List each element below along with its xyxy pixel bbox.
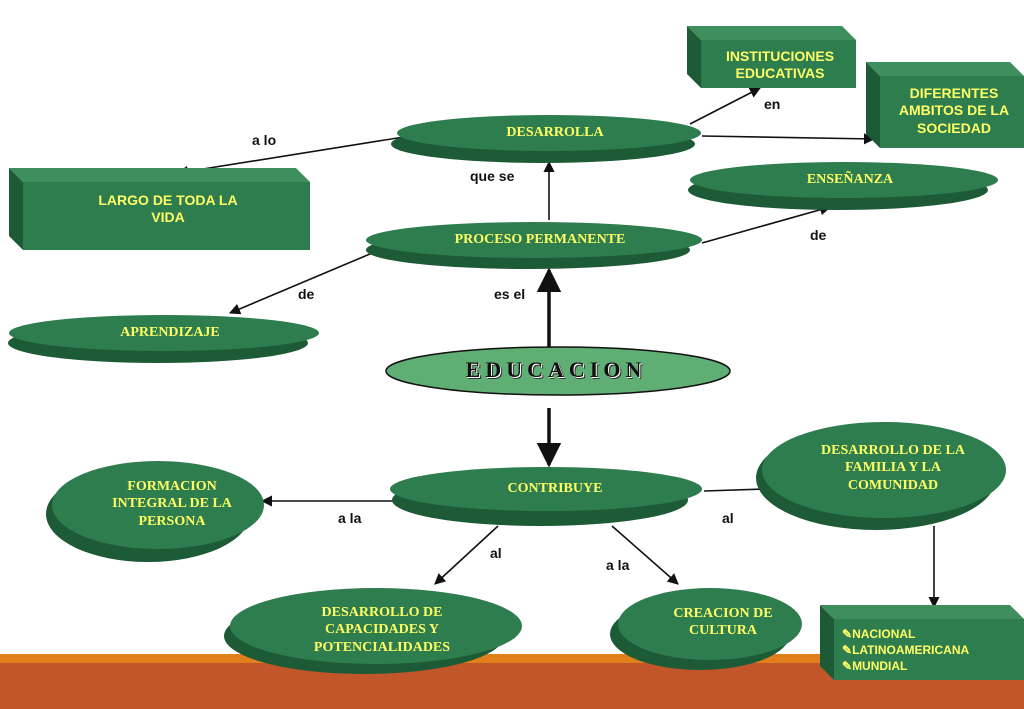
node-proceso-shape xyxy=(366,222,702,269)
floor-top-stripe xyxy=(0,654,1024,663)
node-desarrolla-shape xyxy=(391,115,701,163)
node-formacion: FORMACION INTEGRAL DE LA PERSONA xyxy=(112,478,232,529)
connector-proceso-aprendizaje xyxy=(228,242,397,315)
node-ensenanza: ENSEÑANZA xyxy=(806,172,894,188)
connector-proceso-ensenanza xyxy=(701,204,832,244)
edge-label-a-la-cultura: a la xyxy=(606,557,630,573)
region-item-mundial: ✎MUNDIAL xyxy=(842,659,908,673)
node-cultura-shape xyxy=(610,588,802,670)
node-largo: LARGO DE TODA LA VIDA xyxy=(98,191,238,226)
edge-label-a-la-formacion: a la xyxy=(338,510,362,526)
pencil-icon: ✎ xyxy=(842,659,853,673)
node-ensenanza-shape xyxy=(688,162,998,210)
node-capacidades: DESARROLLO DE CAPACIDADES Y POTENCIALIDA… xyxy=(313,604,451,655)
node-instituciones: INSTITUCIONES EDUCATIVAS xyxy=(725,47,835,82)
node-aprendizaje: APRENDIZAJE xyxy=(120,325,220,341)
node-instituciones-shape xyxy=(687,26,856,88)
node-formacion-shape xyxy=(46,461,264,562)
node-diferentes-shape xyxy=(866,62,1024,148)
connector-desarrolla-instituciones xyxy=(689,87,761,125)
node-largo-shape xyxy=(9,168,310,250)
node-educacion-shape xyxy=(385,346,731,396)
node-regions: ✎NACIONAL ✎LATINOAMERICANA ✎MUNDIAL xyxy=(842,626,1022,674)
edge-label-de-aprendizaje: de xyxy=(298,286,315,302)
node-diferentes: DIFERENTES AMBITOS DE LA SOCIEDAD xyxy=(898,84,1010,136)
node-contribuye: CONTRIBUYE xyxy=(507,481,603,497)
edge-label-al-familia: al xyxy=(722,510,734,526)
edge-label-a-lo: a lo xyxy=(252,132,277,148)
connector-contribuye-cultura xyxy=(611,525,679,585)
node-cultura: CREACION DE CULTURA xyxy=(673,605,773,639)
connector-contribuye-capacidades xyxy=(434,525,499,585)
edge-label-que-se: que se xyxy=(470,168,515,184)
edge-label-al-capacidades: al xyxy=(490,545,502,561)
region-item-latinoamericana: ✎LATINOAMERICANA xyxy=(842,643,970,657)
node-educacion: EDUCACION xyxy=(465,357,647,383)
pencil-icon: ✎ xyxy=(842,627,853,641)
edge-label-de-ensenanza: de xyxy=(810,227,827,243)
node-capacidades-shape xyxy=(224,588,522,674)
connector-desarrolla-largo xyxy=(176,135,411,177)
node-regions-shape xyxy=(820,605,1024,680)
node-contribuye-shape xyxy=(390,467,702,526)
region-item-nacional: ✎NACIONAL xyxy=(842,627,916,641)
connectors xyxy=(176,87,940,609)
connector-desarrolla-diferentes xyxy=(701,133,876,145)
edge-label-en: en xyxy=(764,96,781,112)
edge-label-es-el: es el xyxy=(494,286,526,302)
node-familia: DESARROLLO DE LA FAMILIA Y LA COMUNIDAD xyxy=(821,442,965,493)
node-familia-shape xyxy=(756,422,1006,530)
node-desarrolla: DESARROLLA xyxy=(506,125,604,141)
node-proceso: PROCESO PERMANENTE xyxy=(454,232,626,248)
node-aprendizaje-shape xyxy=(8,315,319,363)
pencil-icon: ✎ xyxy=(842,643,853,657)
